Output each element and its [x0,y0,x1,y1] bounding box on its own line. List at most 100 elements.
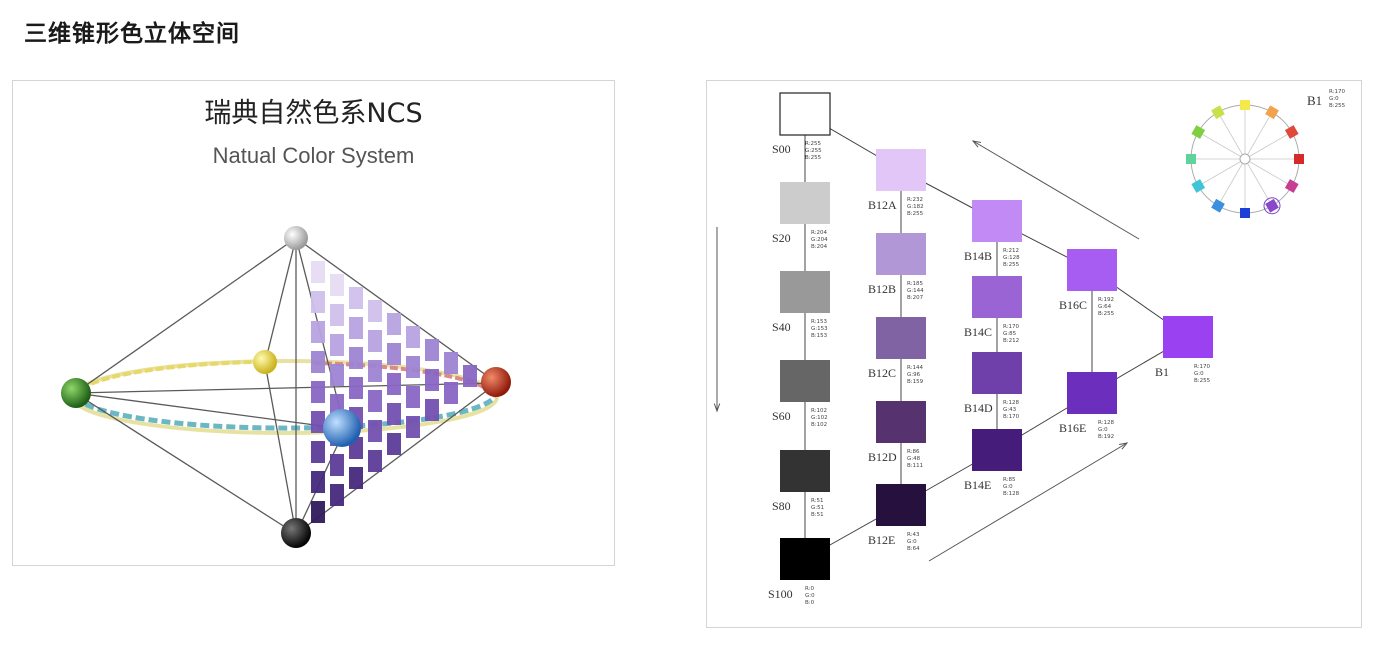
swatch-rgb-value: B:153 [811,333,828,339]
swatch-label: B12C [868,366,896,380]
swatch-s00 [779,92,831,136]
swatch-rgb-value: B:159 [907,379,924,385]
corner-label: B1 [1307,93,1322,108]
ncs-tile [330,454,344,476]
ncs-tile [311,471,325,493]
swatch-rgb-value: B:111 [907,463,923,469]
swatch-label: B12E [868,533,895,547]
swatch-rgb-value: G:64 [1098,304,1112,310]
swatch-s100 [780,538,830,580]
swatch-rgb-value: R:153 [811,319,828,325]
swatch-label: B14E [964,478,991,492]
swatch-b12b [876,233,926,275]
swatch-b14e [972,429,1022,471]
swatch-label: S40 [772,320,791,334]
ncs-tile [311,291,325,313]
ncs-pyramid-illustration [61,226,511,548]
swatch-rgb-value: B:0 [805,600,815,606]
swatch-rgb-value: R:43 [907,532,920,538]
swatch-rgb-value: G:85 [1003,331,1017,337]
swatch-s60 [780,360,830,402]
swatch-rgb-value: R:212 [1003,248,1019,254]
swatch-rgb-value: R:0 [805,586,815,592]
swatch-rgb-value: G:96 [907,372,921,378]
swatch-rgb-value: R:232 [907,197,923,203]
ncs-tile [387,313,401,335]
ncs-tile [311,441,325,463]
ncs-tile [406,386,420,408]
swatch-rgb-value: G:0 [907,539,917,545]
swatch-rgb-value: G:102 [811,415,828,421]
ncs-tile [406,326,420,348]
swatch-rgb-value: R:144 [907,365,924,371]
swatch-rgb-value: R:204 [811,230,828,236]
ncs-tile [387,403,401,425]
swatch-rgb-value: G:0 [1194,371,1204,377]
swatch-label: B14D [964,401,993,415]
ncs-tile [387,343,401,365]
swatch-label: S60 [772,409,791,423]
ncs-tile [330,334,344,356]
swatch-rgb-value: R:255 [805,141,822,147]
ncs-tile [368,420,382,442]
swatch-rgb-value: G:0 [1098,427,1108,433]
ncs-tile [311,411,325,433]
ncs-tile [387,433,401,455]
swatch-rgb-value: G:51 [811,505,824,511]
ncs-tile [368,300,382,322]
ncs-tile [311,381,325,403]
swatch-label: B14B [964,249,992,263]
ncs-tile [444,382,458,404]
swatch-rgb-value: G:153 [811,326,828,332]
swatch-label: B14C [964,325,992,339]
swatch-rgb-value: R:86 [907,449,920,455]
swatch-rgb-value: G:0 [1003,484,1013,490]
swatch-rgb-value: G:128 [1003,255,1020,261]
swatch-rgb-value: B:255 [1098,311,1115,317]
ncs-tile [425,339,439,361]
swatch-rgb-value: B:192 [1098,434,1114,440]
swatch-rgb-value: R:128 [1003,400,1020,406]
corner-rgb-value: B:255 [1329,103,1346,109]
ncs-tile [311,351,325,373]
swatch-rgb-value: G:43 [1003,407,1017,413]
swatch-label: S00 [772,142,791,156]
swatch-rgb-value: R:170 [1003,324,1020,330]
ncs-tile [349,377,363,399]
swatch-label: B12D [868,450,897,464]
ncs-tile [425,399,439,421]
swatch-b12e [876,484,926,526]
swatch-label: S20 [772,231,791,245]
swatch-rgb-value: B:255 [1194,378,1211,384]
ncs-tile [311,321,325,343]
hue-wheel-icon [1186,100,1304,218]
ncs-tile [368,360,382,382]
swatch-s80 [780,450,830,492]
ncs-tile [349,347,363,369]
swatch-b12a [876,149,926,191]
swatch-rgb-value: B:212 [1003,338,1019,344]
corner-rgb-value: G:0 [1329,96,1339,102]
swatch-rgb-value: B:255 [907,211,924,217]
swatch-rgb-value: G:255 [805,148,822,154]
ncs-tile [463,365,477,387]
ncs-tile [406,356,420,378]
swatch-label: B1 [1155,365,1169,379]
swatch-rgb-value: B:102 [811,422,827,428]
ncs-tile [330,274,344,296]
ncs-tile [330,484,344,506]
swatch-label: B12B [868,282,896,296]
ncs-tile [330,304,344,326]
swatch-b16c [1067,249,1117,291]
ncs-tile [368,390,382,412]
swatch-label: S80 [772,499,791,513]
swatch-rgb-value: G:204 [811,237,828,243]
ncs-tile [311,501,325,523]
ncs-tile [330,364,344,386]
ncs-tile [349,317,363,339]
ncs-tile [444,352,458,374]
swatch-rgb-value: B:207 [907,295,924,301]
ncs-tile [349,287,363,309]
